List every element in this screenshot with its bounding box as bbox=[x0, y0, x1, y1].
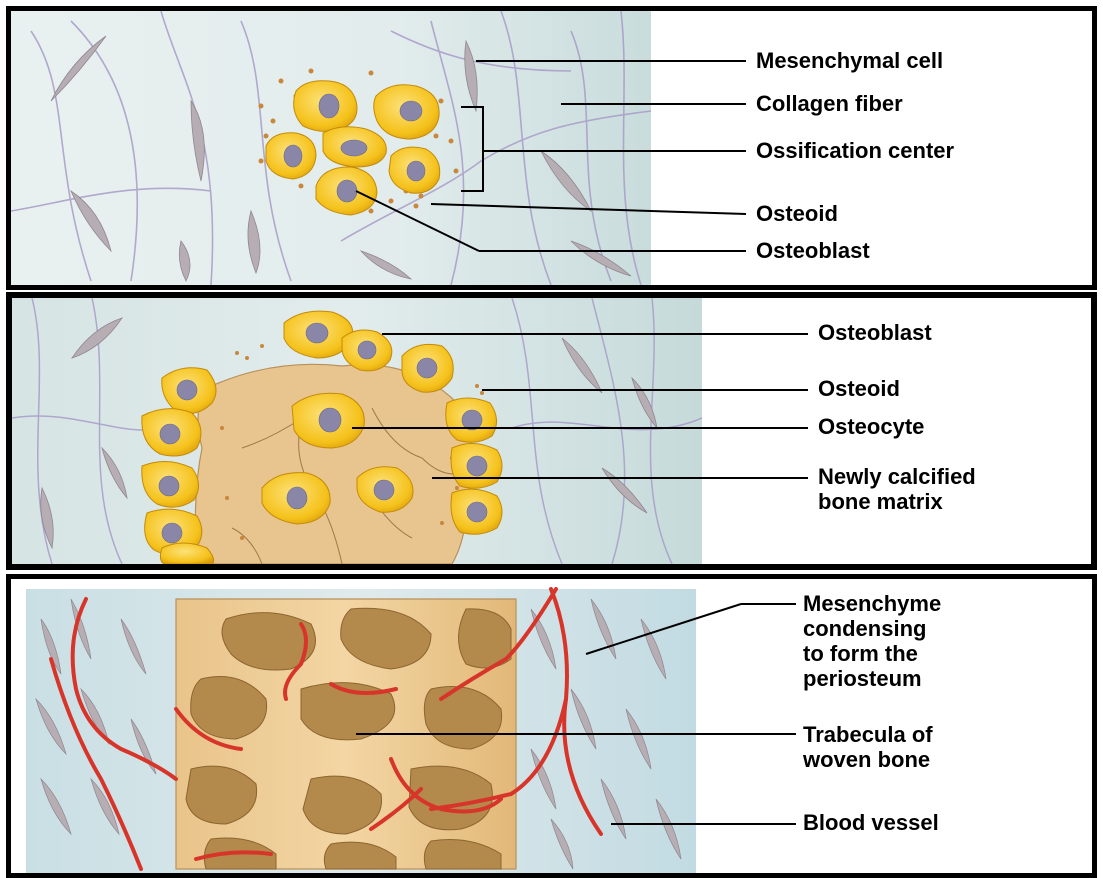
label-mesenchymal-cell: Mesenchymal cell bbox=[756, 48, 943, 73]
label-osteocyte: Osteocyte bbox=[818, 414, 924, 439]
label-collagen-fiber: Collagen fiber bbox=[756, 91, 903, 116]
label-osteoblast: Osteoblast bbox=[756, 238, 870, 263]
panel-trabecula: Mesenchyme condensing to form the perios… bbox=[6, 574, 1097, 878]
panel-calcification: Osteoblast Osteoid Osteocyte Newly calci… bbox=[6, 292, 1097, 570]
panel-ossification-center: Mesenchymal cell Collagen fiber Ossifica… bbox=[6, 6, 1097, 290]
label-mesenchyme-condensing: Mesenchyme condensing to form the perios… bbox=[803, 591, 941, 691]
label-osteoblast: Osteoblast bbox=[818, 320, 932, 345]
label-trabecula-of-woven-bone: Trabecula of woven bone bbox=[803, 722, 933, 772]
label-osteoid: Osteoid bbox=[756, 201, 838, 226]
label-ossification-center: Ossification center bbox=[756, 138, 954, 163]
label-osteoid: Osteoid bbox=[818, 376, 900, 401]
label-newly-calcified-bone-matrix: Newly calcified bone matrix bbox=[818, 464, 976, 514]
label-blood-vessel: Blood vessel bbox=[803, 810, 939, 835]
